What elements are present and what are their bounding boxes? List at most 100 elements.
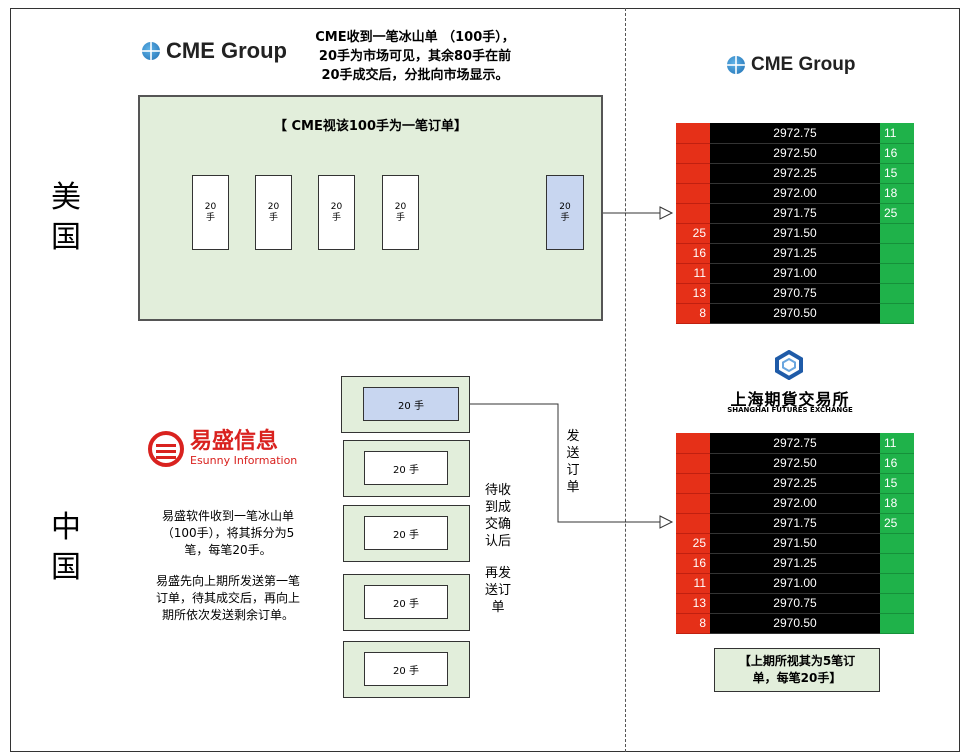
price-level: 2970.75	[710, 593, 880, 614]
shfe-logo-cn: 上海期貨交易所	[730, 390, 850, 409]
lot-unit: 手	[268, 212, 278, 223]
cme-logo-text: CME Group	[166, 38, 287, 63]
lot-unit: 手	[205, 212, 215, 223]
country-label-usa: 美 国	[51, 180, 81, 255]
shfe-note: 【上期所视其为5笔订 单，每笔20手】	[714, 648, 880, 692]
section-divider	[625, 8, 626, 752]
send-order-line	[461, 403, 660, 523]
bid-qty: 11	[676, 573, 710, 594]
lot-unit: 手	[331, 212, 341, 223]
bid-qty: 25	[676, 223, 710, 244]
split-lot: 20 手	[364, 585, 448, 619]
ask-qty	[880, 243, 914, 264]
price-level: 2971.50	[710, 533, 880, 554]
globe-icon	[727, 56, 745, 74]
country-label-china: 中 国	[51, 510, 81, 585]
cme-description-line: 20手成交后，分批向市场显示。	[321, 68, 509, 83]
bid-qty	[676, 513, 710, 534]
cme-description-line: 20手为市场可见，其余80手在前	[318, 49, 512, 64]
price-level: 2971.75	[710, 513, 880, 534]
bid-qty: 11	[676, 263, 710, 284]
wait-confirm-label: 待收 到成 交确 认后	[484, 483, 511, 549]
ask-qty: 25	[880, 203, 914, 224]
diagram-frame	[10, 8, 960, 752]
send-order-label: 发 送 订 单	[566, 429, 580, 495]
shfe-note-line: 单，每笔20手】	[752, 671, 842, 685]
bid-qty	[676, 163, 710, 184]
split-lot: 20 手	[364, 451, 448, 485]
shfe-note-line: 【上期所视其为5笔订	[738, 654, 856, 668]
bid-qty: 13	[676, 283, 710, 304]
price-level: 2972.50	[710, 143, 880, 164]
bid-qty	[676, 493, 710, 514]
shfe-logo-icon	[775, 350, 803, 380]
ask-qty: 11	[880, 433, 914, 454]
ask-qty: 15	[880, 163, 914, 184]
price-level: 2971.25	[710, 243, 880, 264]
price-level: 2972.00	[710, 493, 880, 514]
ask-qty	[880, 283, 914, 304]
lot-qty: 20	[330, 201, 343, 212]
esunny-description-1: 易盛软件收到一笔冰山单 （100手），将其拆分为5 笔，每笔20手。	[128, 508, 328, 559]
resend-label: 再发 送订 单	[484, 566, 511, 615]
lot-unit: 手	[560, 212, 570, 223]
price-level: 2972.00	[710, 183, 880, 204]
price-level: 2970.75	[710, 283, 880, 304]
price-level: 2972.50	[710, 453, 880, 474]
esunny-description-line: （100手），将其拆分为5	[161, 526, 295, 540]
bid-qty: 8	[676, 613, 710, 634]
split-lot-first: 20 手	[363, 387, 459, 421]
bid-qty	[676, 453, 710, 474]
bid-qty	[676, 433, 710, 454]
shfe-logo-en: SHANGHAI FUTURES EXCHANGE	[727, 406, 853, 414]
price-level: 2971.00	[710, 263, 880, 284]
price-level: 2972.25	[710, 473, 880, 494]
bid-qty: 8	[676, 303, 710, 324]
price-level: 2972.75	[710, 123, 880, 144]
price-level: 2972.75	[710, 433, 880, 454]
cme-exchange-logo-text: CME Group	[751, 54, 856, 75]
esunny-logo-en: Esunny Information	[190, 454, 298, 467]
bid-qty: 16	[676, 243, 710, 264]
price-level: 2971.25	[710, 553, 880, 574]
price-level: 2971.50	[710, 223, 880, 244]
esunny-description-line: 易盛软件收到一笔冰山单	[161, 509, 294, 523]
split-lot: 20 手	[364, 652, 448, 686]
bid-qty: 13	[676, 593, 710, 614]
esunny-description-line: 易盛先向上期所发送第一笔	[155, 574, 300, 588]
price-level: 2970.50	[710, 303, 880, 324]
lot-qty: 20	[267, 201, 280, 212]
esunny-description-line: 笔，每笔20手。	[184, 543, 272, 557]
ask-qty: 11	[880, 123, 914, 144]
globe-icon	[142, 42, 160, 60]
cme-panel-title: 【 CME视该100手为一笔订单】	[273, 119, 468, 134]
price-level: 2971.75	[710, 203, 880, 224]
ask-qty: 16	[880, 453, 914, 474]
ask-qty: 18	[880, 183, 914, 204]
bid-qty: 16	[676, 553, 710, 574]
esunny-logo-cn: 易盛信息	[190, 429, 279, 454]
bid-qty: 25	[676, 533, 710, 554]
esunny-description-line: 订单，待其成交后，再向上	[155, 591, 300, 605]
bid-qty	[676, 183, 710, 204]
bid-qty	[676, 203, 710, 224]
bid-qty	[676, 123, 710, 144]
price-level: 2970.50	[710, 613, 880, 634]
shfe-arrowhead	[659, 515, 674, 529]
ask-qty: 15	[880, 473, 914, 494]
